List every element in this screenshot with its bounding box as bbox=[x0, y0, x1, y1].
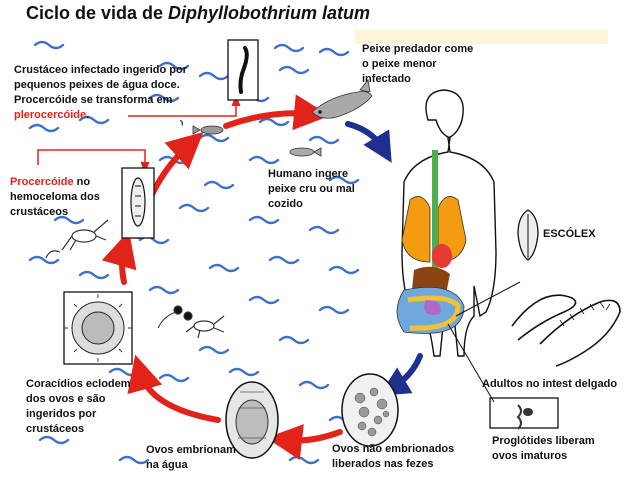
crustacean-eating-icon bbox=[173, 305, 225, 339]
page-title: Ciclo de vida de Diphyllobothrium latum bbox=[26, 3, 371, 23]
header-highlight-bar bbox=[355, 30, 608, 44]
cycle-arrows bbox=[101, 94, 343, 460]
procercoid-box bbox=[121, 167, 155, 239]
predator-fish-icon bbox=[311, 79, 373, 119]
embryonated-egg-icon bbox=[225, 381, 279, 459]
proglottid-box bbox=[489, 397, 559, 430]
tapeworm-scolex-icon bbox=[517, 209, 539, 261]
label-proglotides: Proglótides liberam ovos imaturos bbox=[492, 435, 595, 462]
label-ovos-embrionam: Ovos embrionam na água bbox=[146, 444, 236, 471]
plerocercoid-box bbox=[227, 39, 259, 101]
label-adultos: Adultos no intest delgado bbox=[482, 378, 618, 390]
label-coracidios: Coracídios eclodem dos ovos e são ingeri… bbox=[26, 378, 131, 435]
fish-icon bbox=[289, 147, 322, 157]
human-arrows bbox=[345, 121, 423, 396]
human-anatomy-icon bbox=[401, 89, 497, 357]
label-procercoide: Procercóide no hemoceloma dos crustáceos bbox=[10, 176, 100, 218]
leader-lines bbox=[447, 281, 521, 403]
label-ovos-nao-embrionados: Ovos não embrionados liberados nas fezes bbox=[332, 443, 455, 470]
adult-tapeworm-icon bbox=[511, 294, 621, 367]
coracidium-pointer bbox=[157, 311, 177, 329]
label-peixe-predador: Peixe predador come o peixe menor infect… bbox=[362, 43, 474, 85]
label-escolex: ESCÓLEX bbox=[543, 228, 596, 240]
plerocercoide-callout bbox=[37, 94, 241, 174]
label-humano-ingere: Humano ingere peixe cru ou mal cozido bbox=[268, 168, 355, 210]
small-fish-icon bbox=[179, 119, 224, 135]
coracidium-box bbox=[63, 291, 133, 365]
label-crustaceo-infectado: Crustáceo infectado ingerido por pequeno… bbox=[14, 64, 187, 121]
organs bbox=[396, 150, 467, 334]
crustacean-icon bbox=[45, 219, 109, 259]
unembryonated-egg-icon bbox=[341, 373, 399, 447]
